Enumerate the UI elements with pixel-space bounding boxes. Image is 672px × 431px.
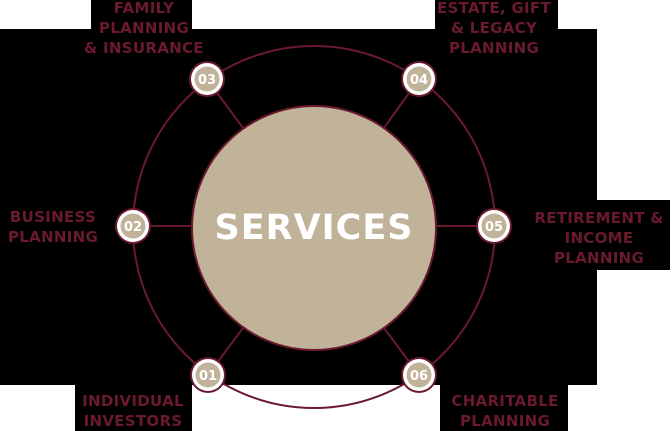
label-line: & INSURANCE (84, 39, 204, 57)
label-charitable-planning[interactable]: CHARITABLE PLANNING (440, 391, 570, 431)
label-line: PLANNING (459, 412, 551, 430)
background-label-04 (435, 0, 558, 30)
label-line: PLANNING (7, 228, 99, 246)
label-estate-gift-legacy[interactable]: ESTATE, GIFT & LEGACY PLANNING (424, 0, 564, 58)
node-number: 05 (485, 220, 503, 235)
label-line: ESTATE, GIFT (437, 0, 551, 17)
node-number: 06 (410, 369, 428, 384)
node-number: 04 (410, 73, 428, 88)
background-label-01 (75, 384, 192, 431)
label-line: INDIVIDUAL (82, 392, 184, 410)
label-line: BUSINESS (9, 208, 97, 226)
node-02[interactable]: 02 (115, 208, 151, 244)
background-label-06 (440, 384, 568, 431)
label-line: INCOME (564, 229, 634, 247)
node-04[interactable]: 04 (401, 61, 437, 97)
background-label-05 (560, 200, 670, 270)
label-retirement-income[interactable]: RETIREMENT & INCOME PLANNING (526, 208, 672, 268)
label-individual-investors[interactable]: INDIVIDUAL INVESTORS (72, 391, 194, 431)
label-line: CHARITABLE (451, 392, 559, 410)
node-number: 02 (124, 220, 142, 235)
center-circle (191, 105, 437, 351)
node-03[interactable]: 03 (189, 61, 225, 97)
label-line: RETIREMENT & (534, 209, 664, 227)
node-number: 03 (198, 73, 216, 88)
label-business-planning[interactable]: BUSINESS PLANNING (0, 207, 106, 247)
label-family-planning-insurance[interactable]: FAMILY PLANNING & INSURANCE (70, 0, 218, 58)
node-number: 01 (199, 369, 217, 384)
label-line: PLANNING (553, 249, 645, 267)
label-line: PLANNING (448, 39, 540, 57)
node-05[interactable]: 05 (476, 208, 512, 244)
node-01[interactable]: 01 (190, 357, 226, 393)
background-label-03 (91, 0, 192, 30)
label-line: PLANNING (98, 19, 190, 37)
label-line: & LEGACY (450, 19, 538, 37)
node-06[interactable]: 06 (401, 357, 437, 393)
label-line: INVESTORS (83, 412, 183, 430)
label-line: FAMILY (113, 0, 175, 17)
center-title: SERVICES (214, 208, 414, 248)
